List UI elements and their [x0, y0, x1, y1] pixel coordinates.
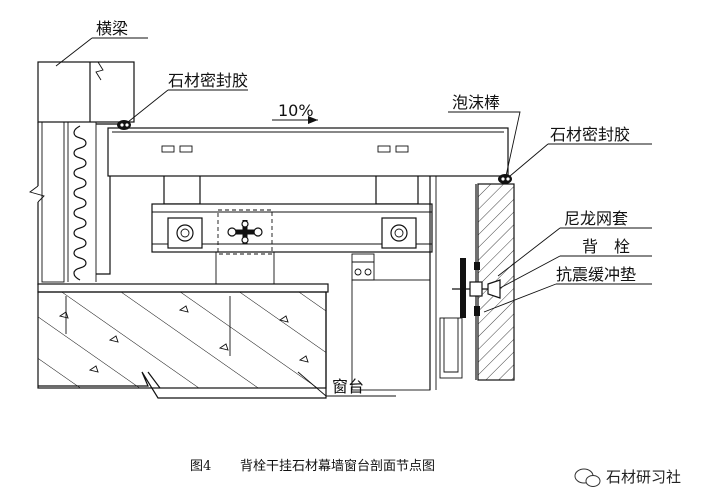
sealant-left-joint — [117, 120, 131, 130]
small-anchor — [351, 253, 375, 281]
label-window-sill: 窗台 — [332, 377, 364, 396]
wechat-logo-icon — [574, 468, 601, 487]
vertical-frame — [351, 176, 463, 391]
label-beam: 横梁 — [96, 19, 128, 38]
corrugated-insulation — [73, 125, 87, 281]
support-block — [215, 251, 275, 285]
top-stone-panel — [107, 127, 509, 177]
back-bolt-assembly — [452, 258, 501, 318]
label-sealant-left: 石材密封胶 — [168, 71, 248, 90]
sealant-right-joint — [498, 174, 512, 184]
leader-lines — [55, 37, 652, 397]
label-buffer-pad: 抗震缓冲垫 — [556, 265, 636, 284]
slope-arrow — [272, 116, 318, 124]
bolt-left — [167, 217, 203, 249]
embedded-bolt-group — [217, 209, 273, 255]
label-nylon-sleeve: 尼龙网套 — [564, 209, 628, 228]
label-sealant-right: 石材密封胶 — [550, 125, 630, 144]
bolt-right — [381, 217, 417, 249]
label-back-bolt: 背 栓 — [582, 237, 630, 256]
watermark-text: 石材研习社 — [606, 468, 681, 486]
beam-column — [29, 61, 135, 285]
label-foam-rod: 泡沫棒 — [452, 93, 500, 112]
window-sill-slab — [37, 283, 329, 399]
figure-number: 图4 — [190, 459, 211, 474]
label-slope: 10% — [278, 101, 314, 120]
figure-title: 背栓干挂石材幕墙窗台剖面节点图 — [240, 458, 435, 474]
